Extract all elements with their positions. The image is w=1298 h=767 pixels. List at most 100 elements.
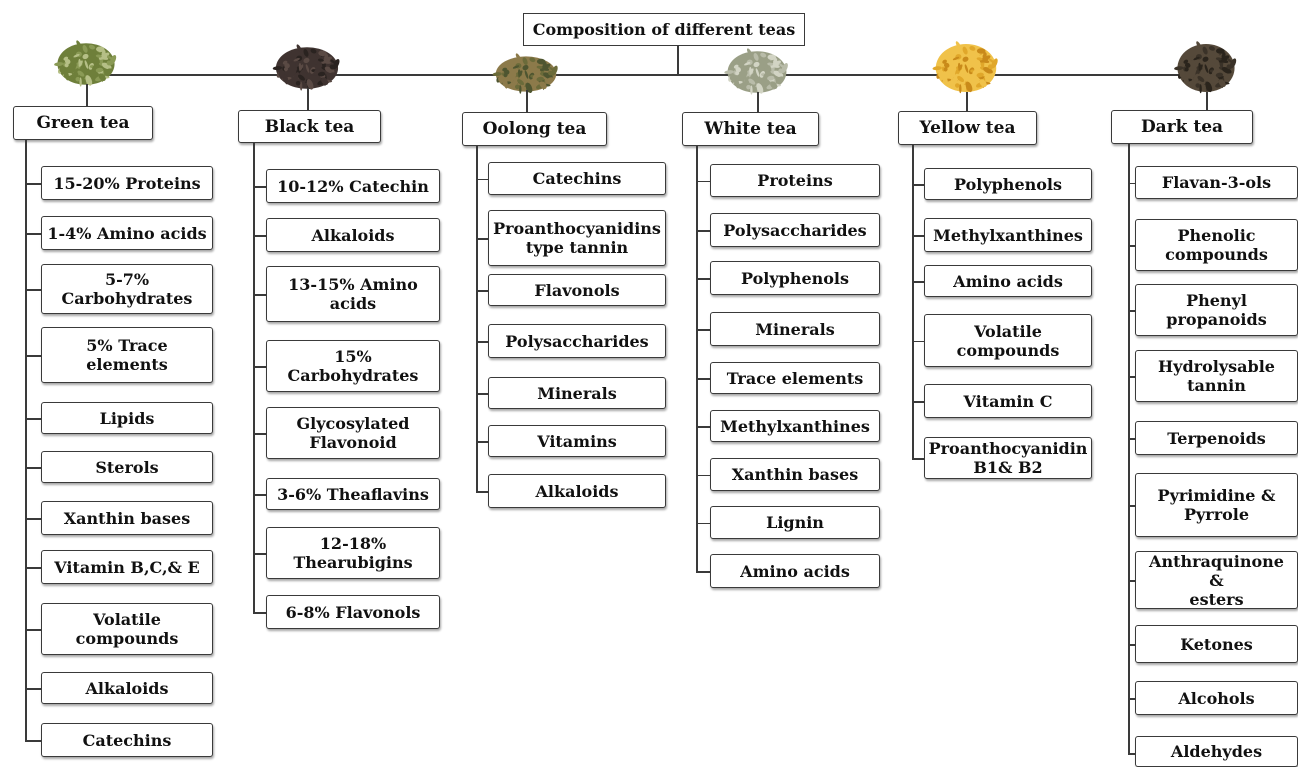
tea-leaf bbox=[724, 70, 734, 75]
yellow-tea-label: Yellow tea bbox=[898, 111, 1037, 145]
green-tea-component-box: Xanthin bases bbox=[41, 501, 213, 535]
tea-leaf bbox=[1182, 56, 1191, 60]
tea-leaf bbox=[962, 46, 968, 55]
dark-tea-component-box: Terpenoids bbox=[1135, 421, 1298, 455]
dark-tea-spine-line bbox=[1128, 144, 1130, 753]
dark-tea-stem-line bbox=[1206, 92, 1208, 110]
tea-leaf bbox=[281, 58, 290, 61]
tea-leaf bbox=[969, 46, 976, 51]
oolong-tea-leaves-icon bbox=[492, 53, 558, 94]
tea-leaf bbox=[1212, 58, 1217, 64]
tea-leaf bbox=[73, 54, 80, 58]
tea-leaf bbox=[303, 57, 310, 64]
black-tea-component-box: 3-6% Theaflavins bbox=[266, 478, 440, 510]
tea-leaf bbox=[546, 77, 554, 82]
tea-leaf bbox=[295, 80, 301, 86]
tea-leaf bbox=[1209, 46, 1215, 51]
yellow-tea-image bbox=[930, 36, 1002, 96]
tea-leaf bbox=[296, 44, 302, 53]
green-tea-branch-line bbox=[25, 567, 41, 569]
black-tea-branch-line bbox=[253, 553, 266, 555]
tea-leaf bbox=[756, 83, 764, 94]
tea-leaf bbox=[987, 64, 994, 70]
tea-leaf bbox=[760, 52, 767, 58]
oolong-tea-component-box: Catechins bbox=[488, 162, 666, 195]
tea-leaf bbox=[943, 67, 948, 72]
tea-leaf bbox=[763, 63, 768, 69]
tea-leaf bbox=[72, 68, 80, 80]
white-tea-branch-line bbox=[696, 426, 710, 428]
tea-leaf bbox=[89, 44, 95, 50]
yellow-tea-stem-line bbox=[966, 92, 968, 111]
tea-leaf bbox=[82, 44, 88, 53]
dark-tea-component-box: Aldehydes bbox=[1135, 736, 1298, 767]
black-tea-component-box: 12-18% Thearubigins bbox=[266, 527, 440, 579]
dark-tea-component-box: Ketones bbox=[1135, 625, 1298, 663]
tea-leaf bbox=[529, 57, 536, 63]
tea-leaf bbox=[1197, 75, 1205, 83]
tea-leaf bbox=[778, 63, 785, 69]
tea-leaf bbox=[539, 81, 547, 90]
black-tea-branch-line bbox=[253, 612, 266, 614]
dark-tea-branch-line bbox=[1128, 376, 1135, 378]
tea-leaf bbox=[515, 53, 522, 62]
tea-leaf bbox=[952, 73, 959, 85]
tea-leaf bbox=[746, 84, 751, 90]
oolong-tea-branch-line bbox=[476, 178, 488, 180]
black-tea-branch-line bbox=[253, 294, 266, 296]
tea-leaf bbox=[954, 83, 960, 88]
tea-leaf bbox=[976, 57, 983, 61]
dark-tea-component-box: Flavan-3-ols bbox=[1135, 166, 1298, 199]
green-tea-component-box: Lipids bbox=[41, 402, 213, 434]
tea-leaf bbox=[938, 70, 945, 78]
tea-leaf bbox=[962, 56, 969, 62]
black-tea-branch-line bbox=[253, 494, 266, 496]
tea-leaf bbox=[1198, 62, 1202, 71]
tea-leaf bbox=[1221, 54, 1225, 60]
tea-leaf bbox=[1195, 83, 1201, 88]
title-connector-line bbox=[677, 46, 679, 76]
tea-leaf bbox=[943, 62, 950, 68]
white-tea-component-box: Polysaccharides bbox=[710, 213, 880, 247]
green-tea-branch-line bbox=[25, 518, 41, 520]
tea-leaf bbox=[93, 49, 100, 55]
dark-tea-component-box: Phenyl propanoids bbox=[1135, 284, 1298, 336]
oolong-tea-label: Oolong tea bbox=[462, 112, 607, 146]
tea-leaf bbox=[517, 69, 521, 77]
tea-leaf bbox=[293, 58, 300, 62]
white-tea-component-box: Polyphenols bbox=[710, 261, 880, 295]
tea-leaf bbox=[932, 66, 942, 71]
black-tea-branch-line bbox=[253, 235, 266, 237]
tea-leaf bbox=[96, 46, 105, 53]
yellow-tea-branch-line bbox=[912, 401, 924, 403]
white-tea-stem-line bbox=[757, 92, 759, 112]
green-tea-branch-line bbox=[25, 629, 41, 631]
tea-leaf bbox=[282, 76, 287, 83]
tea-leaf bbox=[957, 75, 965, 83]
tea-leaf bbox=[283, 66, 289, 72]
tea-leaf bbox=[964, 64, 969, 73]
tea-leaf bbox=[735, 70, 740, 76]
yellow-tea-branch-line bbox=[912, 458, 924, 460]
tea-leaf bbox=[292, 72, 300, 84]
tea-leaf bbox=[748, 78, 756, 85]
green-tea-branch-line bbox=[25, 355, 41, 357]
tea-leaf bbox=[1216, 48, 1225, 54]
tea-leaf bbox=[753, 61, 760, 68]
tea-leaf bbox=[776, 76, 785, 82]
green-tea-leaves-icon bbox=[54, 40, 117, 87]
tea-leaf bbox=[82, 53, 89, 60]
dark-tea-branch-line bbox=[1128, 505, 1135, 507]
green-tea-component-box: Volatile compounds bbox=[41, 603, 213, 655]
tea-leaf bbox=[324, 56, 327, 61]
tea-leaf bbox=[767, 54, 777, 61]
tea-leaf bbox=[298, 74, 305, 81]
tea-leaf bbox=[773, 60, 776, 65]
tea-leaf bbox=[986, 73, 994, 79]
yellow-tea-component-box: Volatile compounds bbox=[924, 314, 1092, 367]
tea-leaf bbox=[1226, 64, 1232, 70]
tea-leaf bbox=[1213, 51, 1220, 58]
dark-tea-component-box: Alcohols bbox=[1135, 681, 1298, 715]
tea-leaf bbox=[955, 41, 962, 50]
white-tea-spine-line bbox=[696, 146, 698, 571]
